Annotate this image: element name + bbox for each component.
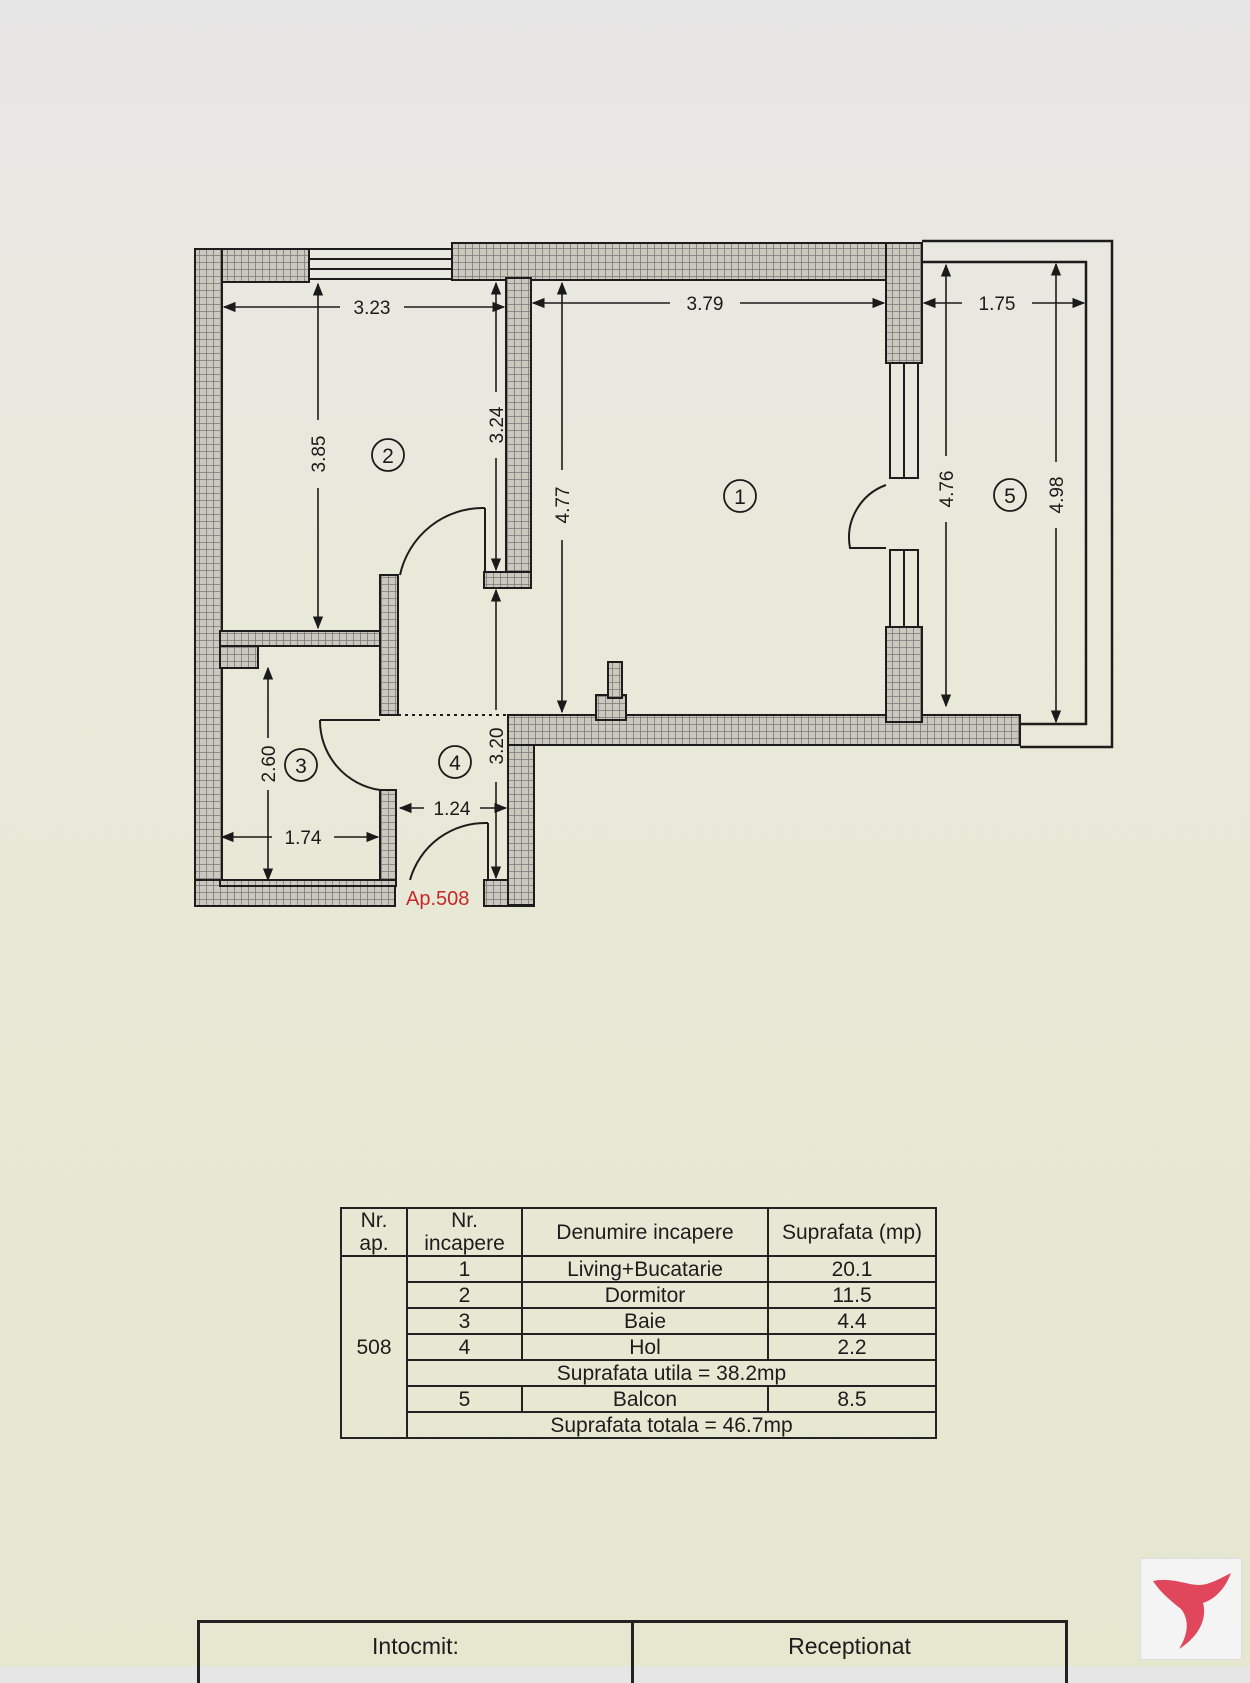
area-table: Nr. ap. Nr. incapere Denumire incapere S…: [340, 1207, 937, 1439]
row-nr: 4: [406, 1333, 523, 1361]
row-name: Balcon: [521, 1385, 769, 1413]
table-row: 4 Hol 2.2: [341, 1333, 937, 1361]
balcony-window: [889, 362, 919, 628]
apartment-number: 508: [340, 1255, 408, 1439]
room-number-4: 4: [449, 752, 461, 775]
room-number-3: 3: [295, 755, 307, 778]
grand-total: Suprafata totala = 46.7mp: [406, 1411, 937, 1439]
room-marker-2: 2: [371, 438, 405, 472]
row-name: Baie: [521, 1307, 769, 1335]
received-by-label: Receptionat: [631, 1623, 1065, 1683]
row-name: Hol: [521, 1333, 769, 1361]
doors: [318, 484, 887, 881]
dim-room1-width: 3.79: [687, 294, 724, 315]
dim-balcony-outer-height: 4.98: [1047, 477, 1068, 514]
row-area: 2.2: [767, 1333, 937, 1361]
dim-room2-partition: 3.24: [487, 406, 508, 443]
room-marker-4: 4: [438, 745, 472, 779]
signature-box: Intocmit: Receptionat: [197, 1620, 1068, 1683]
dim-room2-height: 3.85: [309, 436, 330, 473]
header-nr-ap: Nr. ap.: [340, 1207, 408, 1257]
table-row: 2 Dormitor 11.5: [341, 1281, 937, 1309]
row-nr: 5: [406, 1385, 523, 1413]
dim-room1-height: 4.77: [553, 487, 574, 524]
row-area: 20.1: [767, 1255, 937, 1283]
room-marker-1: 1: [723, 479, 757, 513]
table-row: 5 Balcon 8.5: [341, 1385, 937, 1413]
row-area: 4.4: [767, 1307, 937, 1335]
dim-balcony-width: 1.75: [979, 294, 1016, 315]
room-marker-5: 5: [993, 478, 1027, 512]
dim-bath-width: 1.74: [285, 828, 322, 849]
header-denumire: Denumire incapere: [521, 1207, 769, 1257]
header-nr-incapere: Nr. incapere: [406, 1207, 523, 1257]
room-number-1: 1: [734, 486, 746, 509]
floor-plan: 3.23 3.79 1.75 3.85 3.24 4.77 4.76 4.98 …: [194, 239, 1114, 910]
dim-room2-width: 3.23: [354, 298, 391, 319]
row-nr: 2: [406, 1281, 523, 1309]
apartment-label: Ap.508: [406, 888, 469, 910]
row-area: 11.5: [767, 1281, 937, 1309]
grand-total-row: Suprafata totala = 46.7mp: [341, 1411, 937, 1439]
row-name: Dormitor: [521, 1281, 769, 1309]
dim-bath-height: 2.60: [259, 746, 280, 783]
dim-hall-width: 1.24: [434, 799, 471, 820]
useful-total: Suprafata utila = 38.2mp: [406, 1359, 937, 1387]
table-row: 3 Baie 4.4: [341, 1307, 937, 1335]
row-nr: 1: [406, 1255, 523, 1283]
prepared-by-label: Intocmit:: [372, 1633, 459, 1659]
row-area: 8.5: [767, 1385, 937, 1413]
room-number-5: 5: [1004, 485, 1016, 508]
header-suprafata: Suprafata (mp): [767, 1207, 937, 1257]
room-marker-3: 3: [284, 748, 318, 782]
table-row: 508 1 Living+Bucatarie 20.1: [340, 1255, 937, 1439]
dimension-lines: [220, 262, 1086, 882]
room-number-2: 2: [382, 445, 394, 468]
bird-logo-icon: [1140, 1558, 1242, 1660]
dim-balcony-inner-height: 4.76: [937, 471, 958, 508]
dim-hall-height: 3.20: [487, 728, 508, 765]
useful-total-row: Suprafata utila = 38.2mp: [341, 1359, 937, 1387]
row-name: Living+Bucatarie: [521, 1255, 769, 1283]
table-header: Nr. ap. Nr. incapere Denumire incapere S…: [340, 1207, 937, 1257]
row-nr: 3: [406, 1307, 523, 1335]
balcony-outline: [922, 239, 1114, 749]
